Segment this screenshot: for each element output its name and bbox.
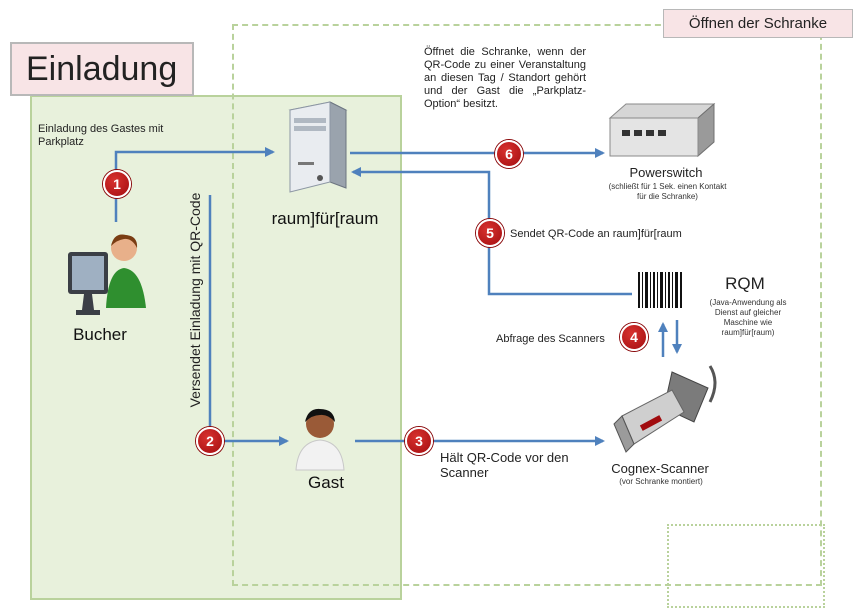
cognex-sublabel: (vor Schranke montiert) <box>619 477 703 486</box>
rqm-sublabel: (Java-Anwendung als Dienst auf gleicher … <box>709 298 787 337</box>
handheld-scanner-icon <box>612 362 722 460</box>
server-label: raum]für[raum <box>271 209 379 228</box>
region-oeffnen-der-schranke <box>232 24 822 586</box>
powerswitch-label: Powerswitch <box>629 165 703 180</box>
sendet-label: Sendet QR-Code an raum]für[raum <box>510 228 682 240</box>
region-placeholder-dotted <box>667 524 825 608</box>
einladung-gast-label: Einladung des Gastes mit Parkplatz <box>38 123 164 148</box>
step-badge-1: 1 <box>103 170 131 198</box>
powerswitch-sublabel: (schließt für 1 Sek. einen Kontakt für d… <box>608 182 727 201</box>
rqm-label: RQM <box>725 274 765 293</box>
step-badge-6: 6 <box>495 140 523 168</box>
arrow-bucher-to-server <box>114 147 275 222</box>
step-badge-3: 3 <box>405 427 433 455</box>
step-badge-5: 5 <box>476 219 504 247</box>
title-einladung: Einladung <box>10 42 194 96</box>
guest-person-icon <box>290 406 350 474</box>
bucher-label: Bucher <box>73 325 127 344</box>
step-badge-2: 2 <box>196 427 224 455</box>
haelt-label: Hält QR-Code vor den Scanner <box>440 450 569 480</box>
cognex-label: Cognex-Scanner <box>611 461 709 476</box>
abfrage-label: Abfrage des Scanners <box>496 333 605 345</box>
title-oeffnen-der-schranke: Öffnen der Schranke <box>663 9 853 38</box>
gast-label: Gast <box>308 473 344 492</box>
arrow-server-to-gast <box>208 195 289 446</box>
oeffnet-description: Öffnet die Schranke, wenn der QR-Code zu… <box>424 46 586 110</box>
person-at-computer-icon <box>62 232 154 320</box>
versendet-label: Versendet Einladung mit QR-Code <box>187 192 203 408</box>
barcode-icon <box>636 270 686 318</box>
step-badge-4: 4 <box>620 323 648 351</box>
power-switch-box-icon <box>606 100 718 160</box>
server-tower-icon <box>280 100 360 200</box>
